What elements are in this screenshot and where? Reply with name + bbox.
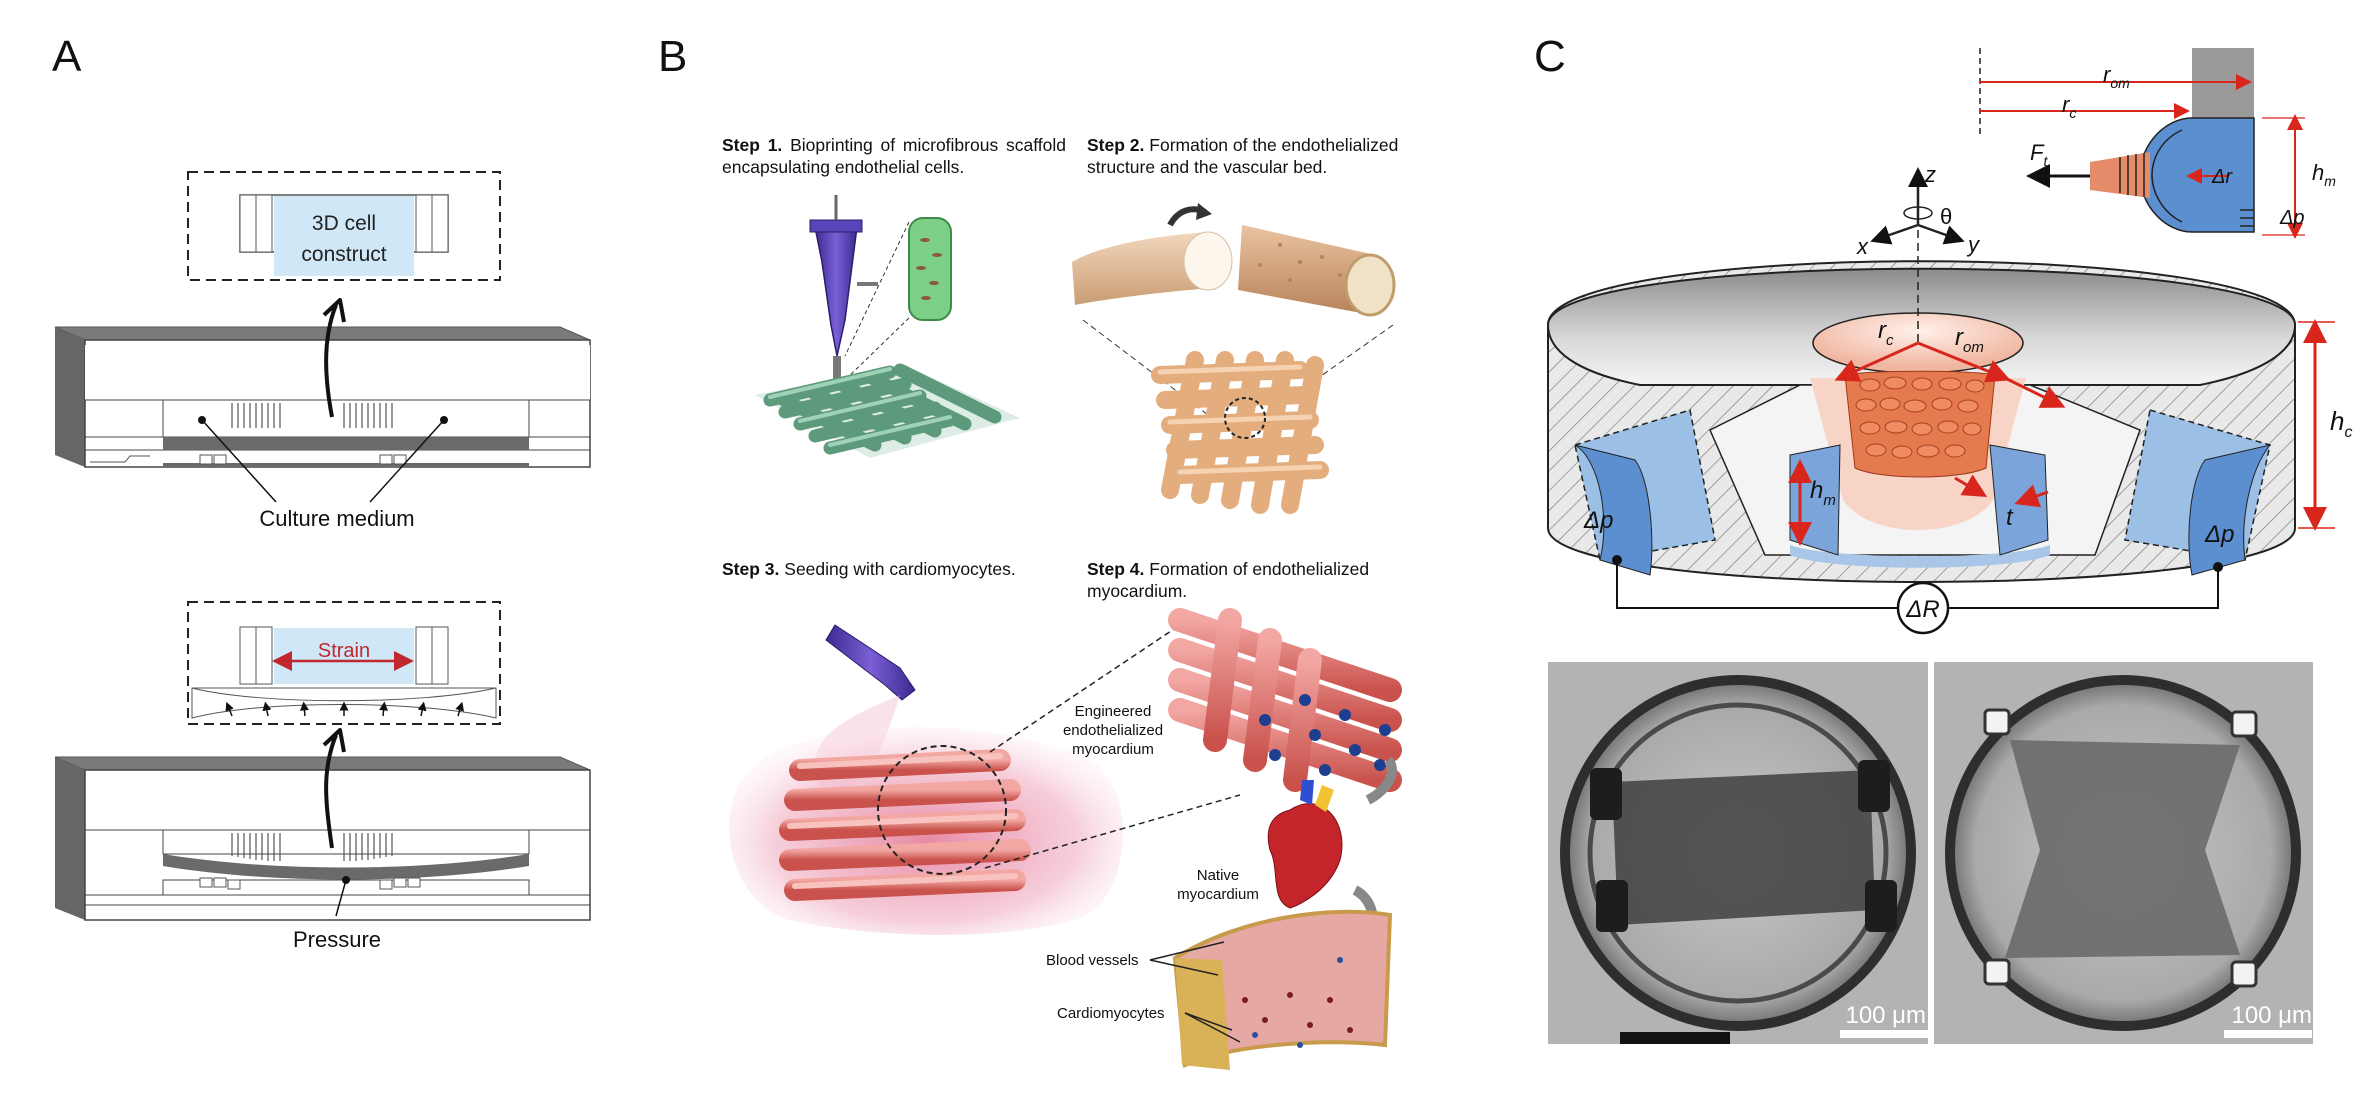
resistance-connection bbox=[1612, 555, 2223, 635]
micrograph-right bbox=[1934, 662, 2313, 1044]
label-delta-R: ΔR bbox=[1905, 596, 1939, 623]
label-delta-p-top: Δp bbox=[2279, 207, 2305, 229]
step3-illustration bbox=[729, 624, 1123, 935]
device-top bbox=[54, 298, 591, 503]
step3-title: Step 3. bbox=[722, 559, 780, 579]
svg-text:hc: hc bbox=[2330, 406, 2352, 441]
svg-text:rom: rom bbox=[1955, 324, 1984, 356]
label-h-m-top: h bbox=[2312, 160, 2324, 185]
label-f-t-sub: t bbox=[2043, 153, 2048, 169]
cardiomyocytes-label: Cardiomyocytes bbox=[1057, 1005, 1165, 1022]
engineered-label-line2: endothelialized bbox=[1063, 722, 1163, 739]
construct-label-line2: construct bbox=[301, 243, 386, 266]
label-r-c-main-sub: c bbox=[1886, 332, 1894, 349]
label-theta: θ bbox=[1940, 204, 1952, 229]
label-delta-p-right: Δp bbox=[2204, 521, 2234, 548]
label-h-c-sub: c bbox=[2344, 424, 2352, 441]
svg-text:rc: rc bbox=[1878, 317, 1894, 349]
label-r-om-main: r bbox=[1955, 324, 1964, 351]
step4-title: Step 4. bbox=[1087, 559, 1145, 579]
strain-label: Strain bbox=[318, 640, 370, 662]
label-r-c-sub: c bbox=[2069, 105, 2076, 121]
svg-text:rom: rom bbox=[2103, 62, 2130, 91]
step2-illustration bbox=[1072, 203, 1396, 514]
label-x: x bbox=[1856, 234, 1869, 259]
side-schematic bbox=[1979, 48, 2305, 239]
strain-inset bbox=[187, 601, 501, 725]
step4-text: Formation of endothelialized myocardium. bbox=[1087, 559, 1370, 601]
label-delta-p-left: Δp bbox=[1583, 507, 1613, 534]
step2-caption: Step 2. Formation of the endothelialized… bbox=[1087, 134, 1439, 178]
step4-caption: Step 4. Formation of endothelialized myo… bbox=[1087, 558, 1417, 602]
svg-text:Ft: Ft bbox=[2030, 140, 2048, 169]
label-r-om: r bbox=[2103, 62, 2112, 87]
blood-vessels-label: Blood vessels bbox=[1046, 952, 1139, 969]
label-r-c-main: r bbox=[1878, 317, 1887, 344]
native-label-line1: Native bbox=[1197, 867, 1240, 884]
panel-c-diagram: rom rc Ft Δr hm Δp z x y θ rc rom hm t h… bbox=[1546, 48, 2352, 1044]
label-r-om-main-sub: om bbox=[1963, 339, 1984, 356]
panel-a-letter: A bbox=[52, 32, 82, 81]
micro-well-model bbox=[1546, 230, 2335, 583]
tissue-construct bbox=[1844, 370, 1996, 478]
scale-bar-right-label: 100 μm bbox=[2231, 1002, 2312, 1029]
step1-illustration bbox=[755, 195, 1020, 458]
step1-caption: Step 1. Bioprinting of microfibrous scaf… bbox=[722, 134, 1066, 178]
coordinate-axes bbox=[1870, 167, 1965, 245]
step1-text: Bioprinting of microfibrous scaffold enc… bbox=[722, 135, 1066, 177]
scale-bar-left-label: 100 μm bbox=[1845, 1002, 1926, 1029]
label-f-t: F bbox=[2030, 140, 2045, 165]
panel-b-letter: B bbox=[658, 32, 688, 81]
step4-illustration bbox=[984, 608, 1402, 1070]
label-r-om-sub: om bbox=[2110, 75, 2130, 91]
svg-text:hm: hm bbox=[2312, 160, 2336, 189]
panel-a-diagram: 3D cell construct Culture medium Strain bbox=[54, 171, 591, 952]
step3-caption: Step 3. Seeding with cardiomyocytes. bbox=[722, 558, 1066, 580]
label-h-m-top-sub: m bbox=[2324, 173, 2336, 189]
label-h-c: h bbox=[2330, 406, 2344, 436]
construct-label-line1: 3D cell bbox=[312, 212, 376, 235]
step2-title: Step 2. bbox=[1087, 135, 1145, 155]
label-delta-r: Δr bbox=[2211, 166, 2233, 188]
label-r-c: r bbox=[2062, 92, 2071, 117]
label-h-m-main-sub: m bbox=[1823, 492, 1836, 509]
construct-inset bbox=[187, 171, 501, 281]
pressure-label: Pressure bbox=[293, 927, 381, 952]
native-label-line2: myocardium bbox=[1177, 886, 1259, 903]
panel-c-letter: C bbox=[1534, 32, 1566, 81]
label-y: y bbox=[1966, 232, 1981, 257]
step3-text: Seeding with cardiomyocytes. bbox=[784, 559, 1016, 579]
step1-title: Step 1. bbox=[722, 135, 783, 155]
label-h-m-main: h bbox=[1810, 477, 1823, 504]
engineered-label-line1: Engineered bbox=[1075, 703, 1152, 720]
culture-medium-label: Culture medium bbox=[259, 506, 414, 531]
micrograph-left bbox=[1548, 662, 1928, 1044]
label-z: z bbox=[1924, 162, 1936, 187]
device-bottom bbox=[54, 728, 591, 921]
panel-b-illustrations: Engineered endothelialized myocardium Na… bbox=[729, 195, 1402, 1070]
label-t: t bbox=[2006, 504, 2014, 531]
svg-text:hm: hm bbox=[1810, 477, 1836, 509]
engineered-label-line3: myocardium bbox=[1072, 741, 1154, 758]
svg-text:rc: rc bbox=[2062, 92, 2076, 121]
step2-text: Formation of the endothelialized structu… bbox=[1087, 135, 1399, 177]
